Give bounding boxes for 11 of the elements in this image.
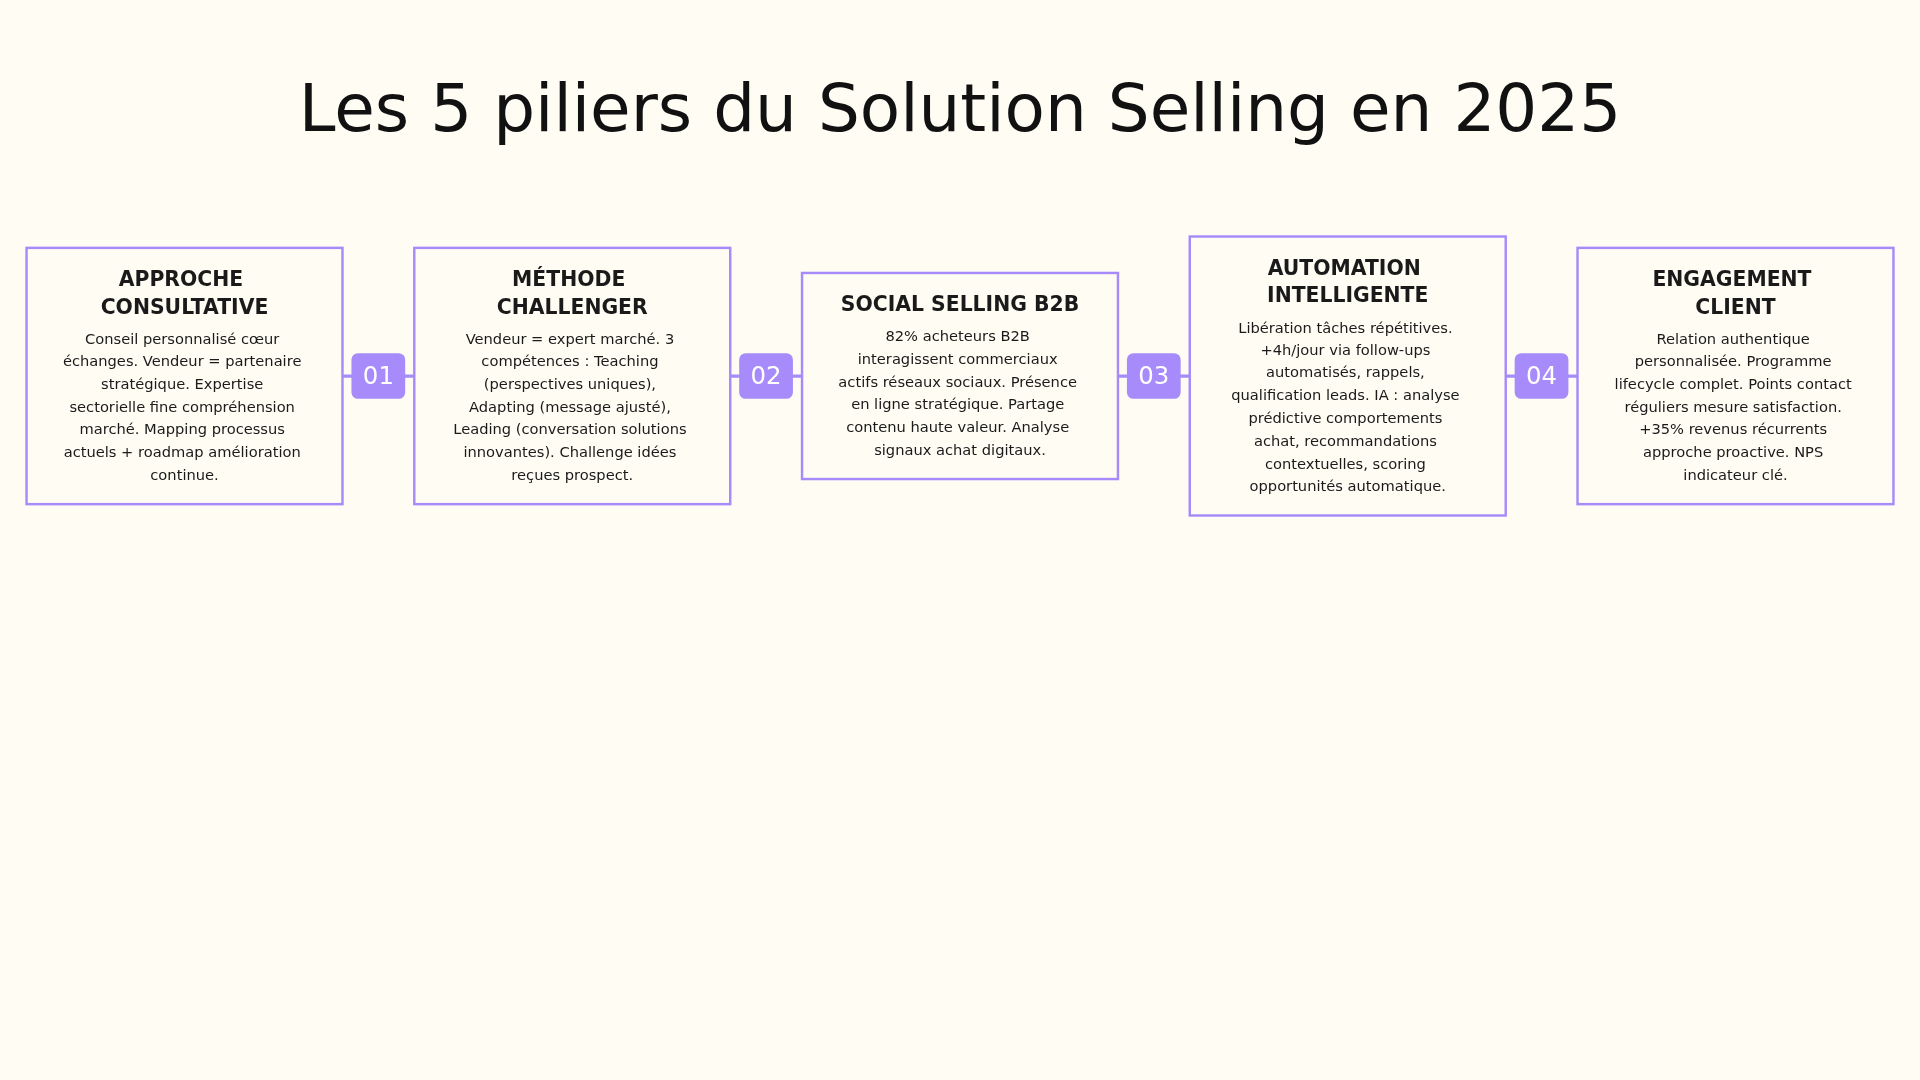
node-box — [800, 271, 1120, 481]
edge-label: 01 — [362, 361, 394, 390]
node-box — [25, 246, 344, 506]
edge-label: 02 — [750, 361, 782, 390]
title: Les 5 piliers du Solution Selling en 2025 — [297, 69, 1623, 147]
node-box — [1188, 235, 1507, 517]
edge-label: 04 — [1526, 361, 1558, 390]
edge-label: 03 — [1138, 361, 1170, 390]
node-box — [1576, 246, 1895, 506]
node-box — [413, 246, 732, 506]
flowchart: 01 02 03 04 APPROCHE CONSULTATIVE Conseil personnalisé cœur échanges. Vendeur = partenaire stratégique. Expertise sectorielle fine compréhension marché. Mapping processus actuels + roadmap amélioration continue. MÉTHODE CHALLENGER Vendeur = expert marché. 3 compétences : Teaching (perspectives uniques), Adapting (message ajusté), Leading (conversation solutions innovantes). Challenge idées reçues prospect. SOCIAL SELLING B2B 82% acheteurs B2B interagissent commerciaux actifs réseaux sociaux. Présence en ligne stratégique. Partage contenu haute valeur. Analyse signaux achat digitaux. ENGAGEMENT CLIENT Relation authentique personnalisée. Programme lifecycle complet. Points contact réguliers mesure satisfaction. +35% revenus récurrents approche proactive. NPS indicateur clé. AUTOMATION INTELLIGENTE Libération tâches répétitives. +4h/jour via follow-ups automatisés, rappels, qualification leads. IA : analyse prédictive comportements achat, recommandations contextuelles, scoring opportunités automatique. — [20, 230, 1900, 522]
